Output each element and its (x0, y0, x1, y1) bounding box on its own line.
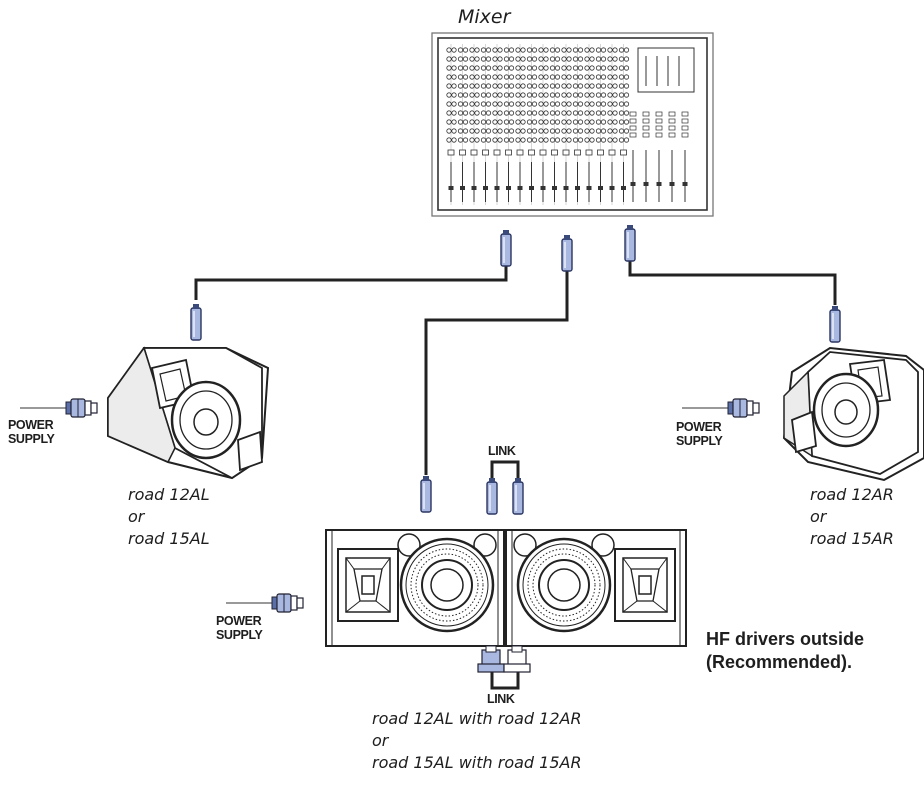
mixer-master-strip (668, 111, 676, 202)
left-power-label-line1: POWER (8, 418, 54, 432)
link-label-bottom: LINK (487, 692, 515, 706)
right-power-label: POWER SUPPLY (676, 420, 723, 448)
center-model-line2: or (372, 731, 389, 750)
hf-note-line1: HF drivers outside (706, 629, 865, 649)
mixer-channel-strip (607, 44, 618, 205)
hf-drivers-note: HF drivers outside (Recommended). (706, 628, 864, 674)
mixer-channel-strip (549, 44, 561, 205)
link-label-top: LINK (488, 444, 516, 458)
mixer-channel-strip (503, 44, 515, 205)
mixer-master-strip (629, 111, 637, 202)
mixer-master-strip (655, 111, 663, 202)
mixer-channel-strips (446, 44, 689, 205)
mixer-channel-strip (595, 44, 607, 205)
link-cable-top (486, 460, 524, 515)
right-model-line2: or (810, 507, 827, 526)
mixer-channel-strip (618, 44, 630, 205)
right-power-label-line2: SUPPLY (676, 434, 723, 448)
xlr-plug-right-monitor (829, 305, 841, 343)
center-power-label: POWER SUPPLY (216, 614, 263, 642)
mixer-channel-strip (446, 44, 457, 205)
xlr-plug-center-pair (420, 475, 432, 513)
cables (194, 255, 837, 475)
mixer-channel-strip (469, 44, 480, 205)
mixer-master-section (637, 47, 695, 93)
xlr-plug-mixer-right (624, 224, 636, 262)
xlr-plug-mixer-center (561, 234, 573, 272)
left-power-label-line2: SUPPLY (8, 432, 55, 446)
link-cable-bottom (477, 645, 531, 690)
mixer-channel-strip (526, 44, 538, 205)
xlr-plug-left-monitor (190, 303, 202, 341)
right-model-line1: road 12AR (810, 485, 894, 504)
mixer (431, 32, 714, 217)
mixer-channel-strip (572, 44, 584, 205)
center-power-label-line2: SUPPLY (216, 628, 263, 642)
mixer-label: Mixer (458, 6, 511, 28)
center-pair-models: road 12AL with road 12AR or road 15AL wi… (372, 708, 582, 774)
center-model-line3: road 15AL with road 15AR (372, 753, 582, 772)
xlr-plug-mixer-left (500, 229, 512, 267)
center-power-label-line1: POWER (216, 614, 262, 628)
center-model-line1: road 12AL with road 12AR (372, 709, 582, 728)
mixer-channel-strip (480, 44, 492, 205)
right-power-label-line1: POWER (676, 420, 722, 434)
mixer-channel-strip (584, 44, 595, 205)
left-monitor-speaker (107, 346, 270, 480)
right-monitor-speaker (782, 346, 924, 482)
right-monitor-power-connector (681, 398, 760, 418)
mixer-master-strip (642, 111, 650, 202)
center-pair-power-connector (225, 593, 304, 613)
mixer-master-strip (681, 111, 689, 202)
left-power-label: POWER SUPPLY (8, 418, 55, 446)
right-monitor-models: road 12AR or road 15AR (810, 484, 894, 550)
mixer-channel-strip (492, 44, 503, 205)
center-speaker-right (505, 529, 687, 647)
left-monitor-models: road 12AL or road 15AL (128, 484, 210, 550)
mixer-channel-strip (457, 44, 469, 205)
mixer-channel-strip (561, 44, 572, 205)
hf-note-line2: (Recommended). (706, 652, 853, 672)
left-model-line1: road 12AL (128, 485, 210, 504)
center-speaker-left (325, 529, 505, 647)
left-model-line2: or (128, 507, 145, 526)
mixer-channel-strip (515, 44, 526, 205)
mixer-channel-strip (538, 44, 549, 205)
left-model-line3: road 15AL (128, 529, 210, 548)
right-model-line3: road 15AR (810, 529, 894, 548)
left-monitor-power-connector (19, 398, 98, 418)
